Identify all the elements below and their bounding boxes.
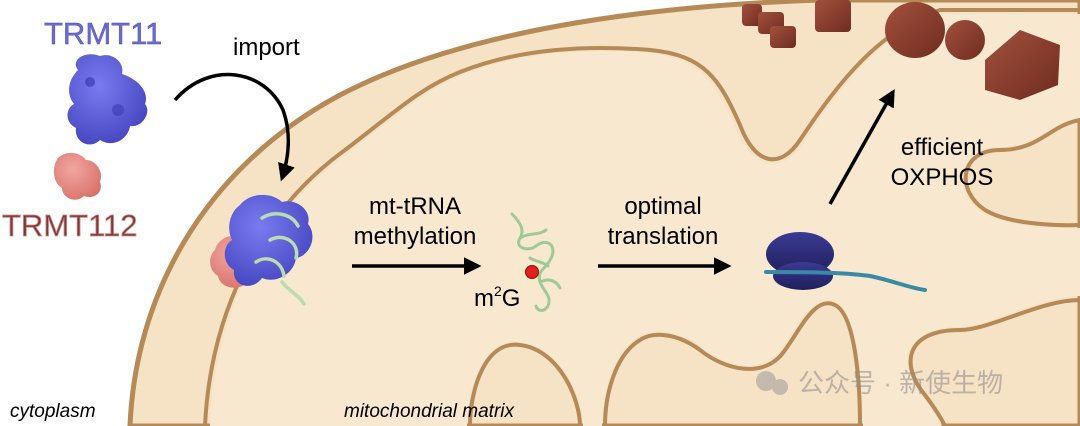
ribosome — [764, 232, 927, 292]
matrix-fill — [210, 14, 1080, 426]
methylation-label-line1: mt-tRNA — [369, 193, 461, 220]
mrna-strand — [764, 270, 927, 292]
oxphos-label-line1: efficient — [901, 134, 984, 161]
translation-label-line1: optimal — [624, 193, 701, 220]
complex-block-3 — [770, 26, 796, 48]
wechat-icon — [756, 371, 776, 391]
trmt11-trmt112-complex — [210, 194, 313, 306]
complex-block-1 — [742, 4, 762, 26]
watermark-text: 公众号 · 新使生物 — [798, 368, 1003, 398]
import-arrow — [173, 72, 295, 182]
trmt11-label: TRMT11 — [44, 16, 162, 51]
oxphos-complexes — [742, 0, 1060, 100]
trmt112-label: TRMT112 — [2, 208, 138, 243]
trmt112-protein — [53, 152, 102, 200]
matrix-label: mitochondrial matrix — [344, 401, 515, 422]
watermark: 公众号 · 新使生物 — [756, 368, 1003, 398]
complex-head-3 — [985, 30, 1060, 100]
complex-block-4 — [815, 0, 851, 32]
inner-membrane — [203, 8, 1080, 426]
complex-head-2 — [945, 20, 985, 60]
translation-label-line2: translation — [608, 223, 719, 250]
trmt11-protein — [67, 54, 148, 145]
methylated-trna — [510, 212, 562, 312]
m2g-label: m2G — [474, 283, 520, 312]
cytoplasm-label: cytoplasm — [10, 401, 96, 422]
methylation-label-line2: methylation — [354, 223, 477, 250]
oxphos-label-line2: OXPHOS — [891, 164, 994, 191]
oxphos-arrow — [828, 88, 895, 205]
complex-head-1 — [885, 2, 945, 58]
methyl-dot — [525, 265, 539, 279]
import-label: import — [233, 34, 300, 61]
